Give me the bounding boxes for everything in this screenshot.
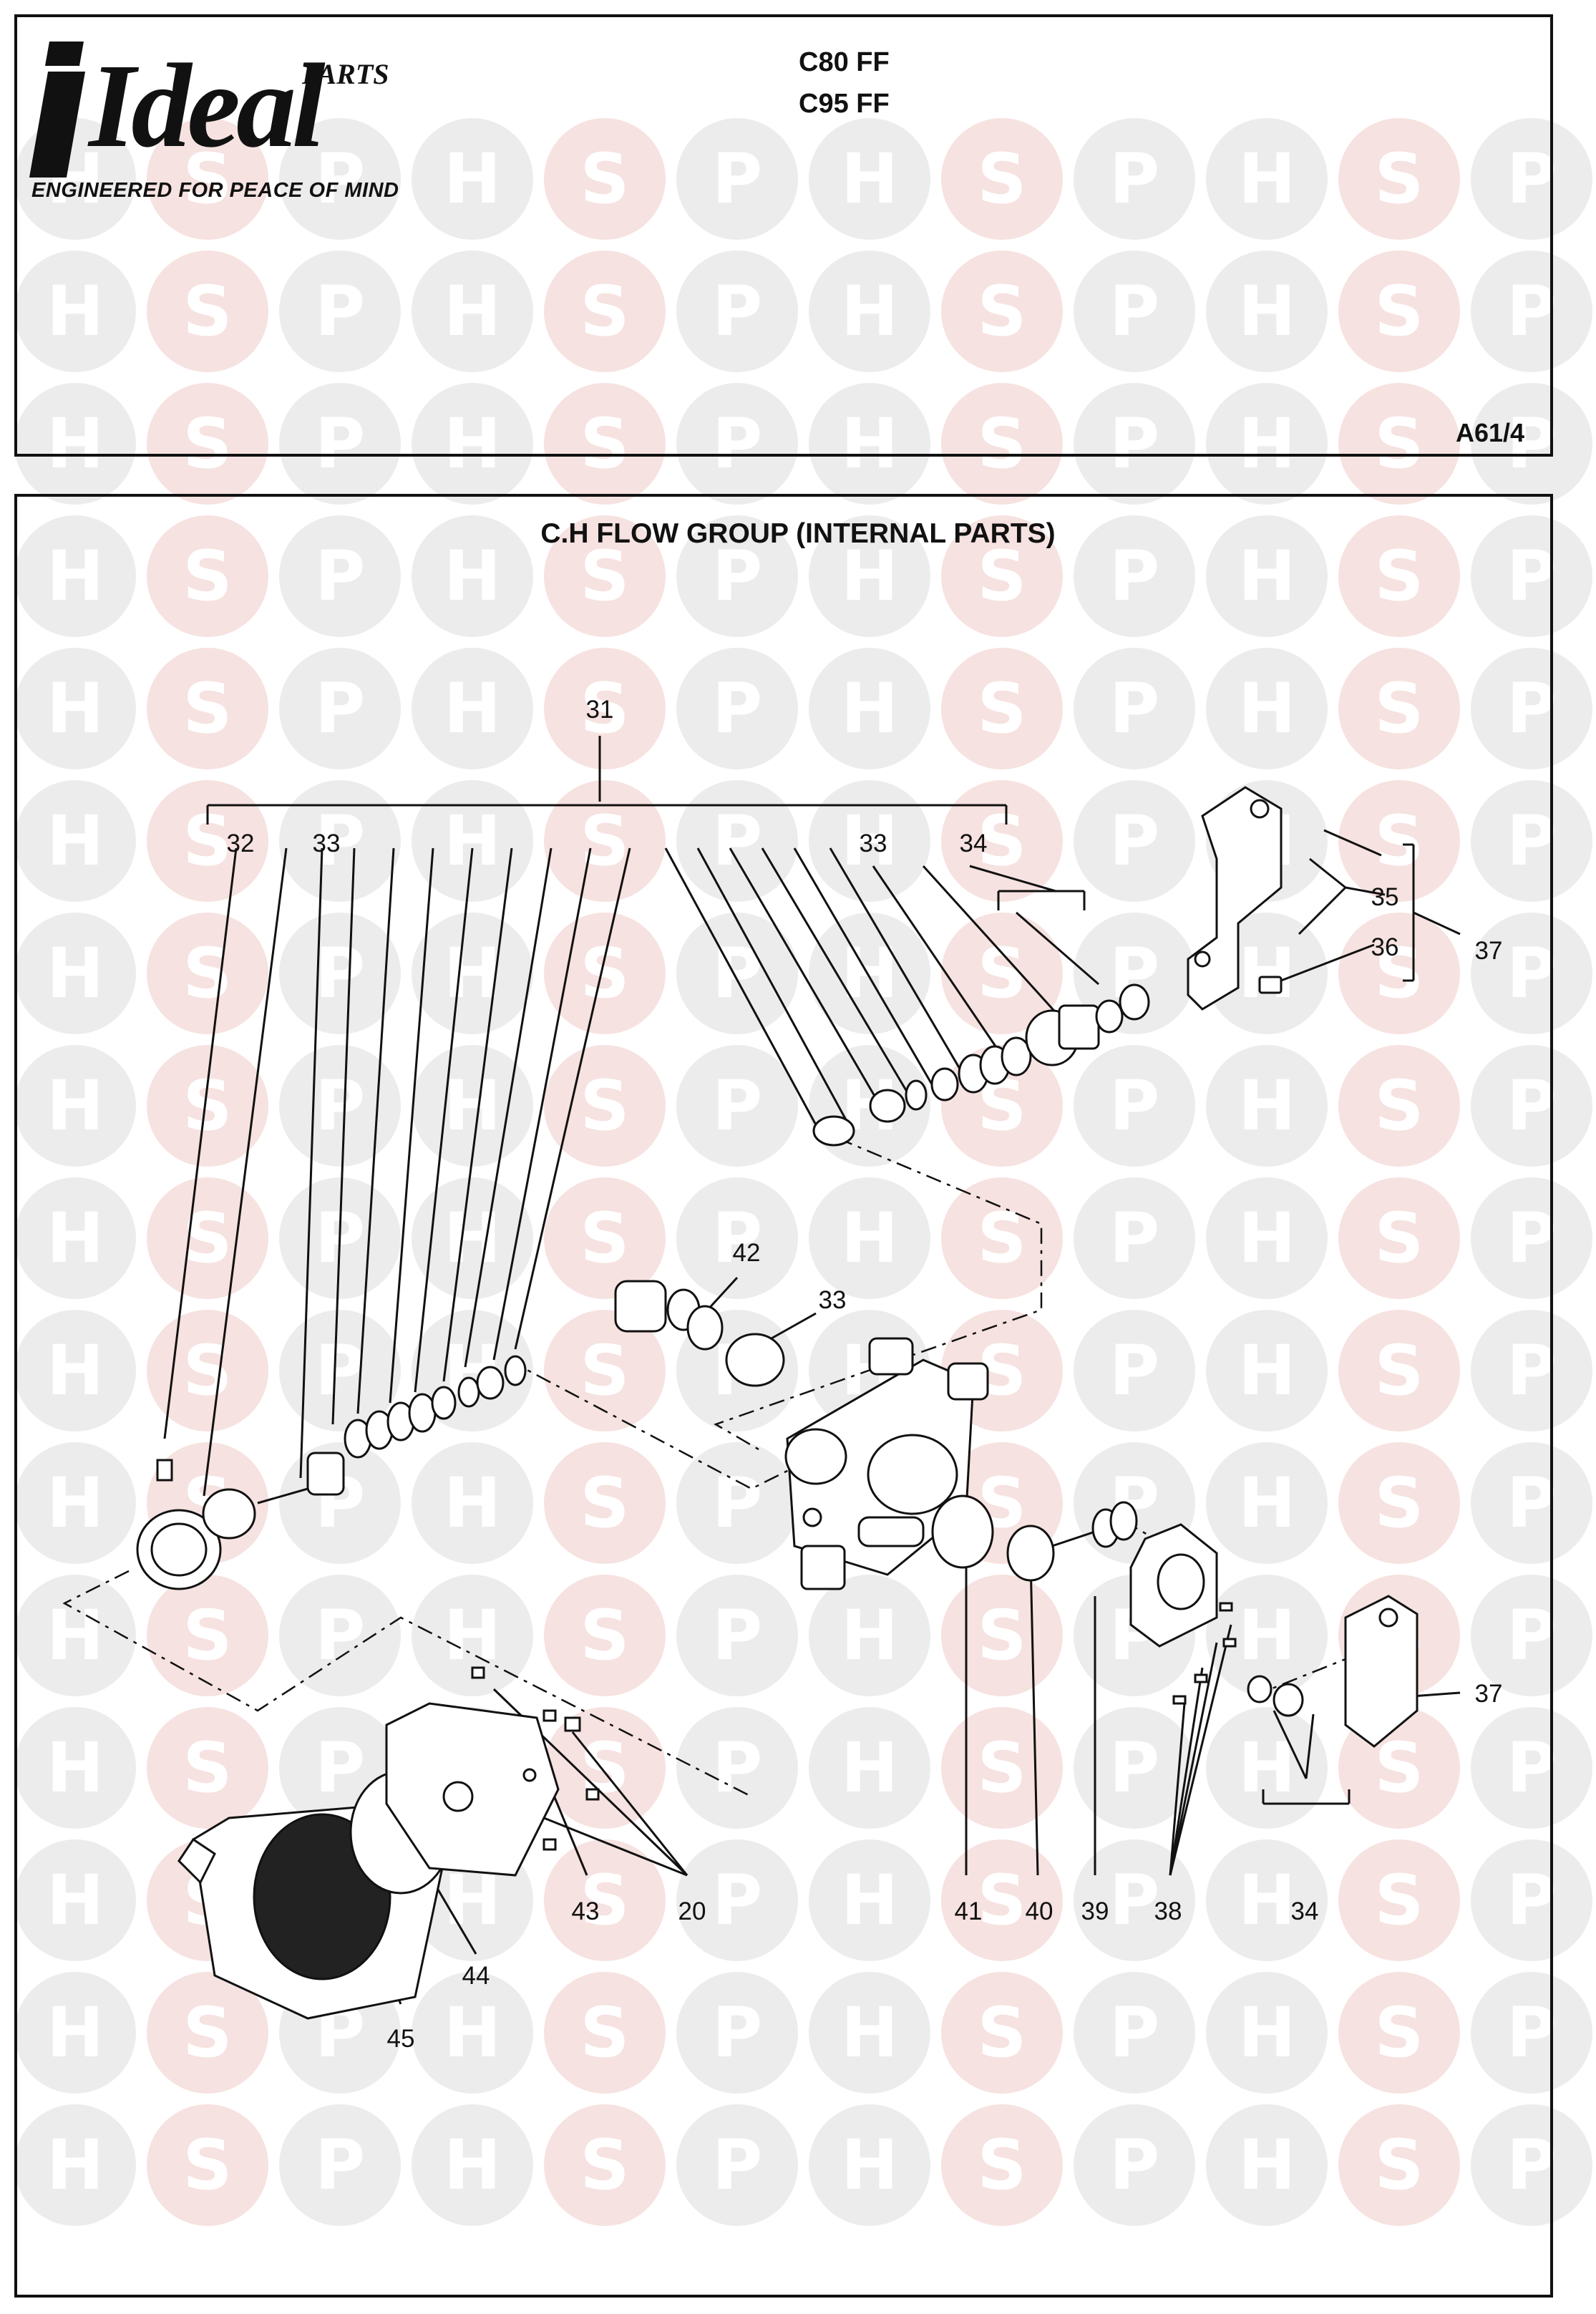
- label-42: 42: [733, 1239, 761, 1267]
- label-41: 41: [955, 1897, 983, 1925]
- diagram-panel: [14, 494, 1553, 2298]
- assembly-axis-lines: [62, 1137, 1361, 1798]
- bracket-35-37: [1280, 829, 1461, 982]
- model-name: C95 FF: [799, 89, 890, 119]
- label-38: 38: [1154, 1897, 1182, 1925]
- label-31: 31: [586, 696, 614, 724]
- label-33: 33: [313, 830, 341, 857]
- plug-and-washer: [1247, 1675, 1304, 1717]
- leader-lines-upper-group: [664, 847, 1061, 1139]
- diagram-title: C.H FLOW GROUP (INTERNAL PARTS): [540, 518, 1056, 549]
- logo-parts-mark: PARTS: [302, 58, 389, 90]
- label-37: 37: [1475, 1680, 1503, 1708]
- part-labels: 31 32 33 33 34 35 36 37 42 33 37 43 20 4…: [227, 696, 1503, 2053]
- label-37: 37: [1475, 937, 1503, 965]
- left-end-cap: [136, 1459, 308, 1590]
- header-panel: [14, 14, 1553, 457]
- logo-wordmark: Ideal: [89, 39, 326, 172]
- ideal-logo: Ideal PARTS: [29, 39, 432, 192]
- label-32: 32: [227, 830, 255, 857]
- upper-cartridge: [812, 983, 1150, 1147]
- cover-plate-bottom: [1344, 1595, 1419, 1748]
- leader-lines-left-group: [163, 847, 631, 1497]
- label-34: 34: [960, 830, 988, 857]
- bracket-34-top: [969, 865, 1099, 986]
- label-39: 39: [1081, 1897, 1109, 1925]
- valve-body: [784, 1337, 989, 1590]
- label-36: 36: [1371, 933, 1399, 961]
- label-43: 43: [572, 1897, 600, 1925]
- bracket-31: [206, 736, 1008, 825]
- left-spindle-rings: [306, 1355, 527, 1496]
- label-20: 20: [678, 1897, 706, 1925]
- model-name: C80 FF: [799, 47, 890, 77]
- label-45: 45: [387, 2025, 415, 2053]
- label-33: 33: [860, 830, 887, 857]
- label-34: 34: [1291, 1897, 1319, 1925]
- middle-cartridge: [614, 1280, 785, 1387]
- label-40: 40: [1026, 1897, 1054, 1925]
- diagram-reference: A61/4: [1456, 418, 1525, 447]
- leader-lines-bottom-right: [965, 1560, 1461, 1876]
- lever-36: [1258, 976, 1283, 994]
- pump-housing: [177, 1666, 600, 2020]
- tagline: ENGINEERED FOR PEACE OF MIND: [31, 179, 399, 202]
- label-33: 33: [819, 1286, 847, 1314]
- label-35: 35: [1371, 883, 1399, 911]
- label-44: 44: [462, 1962, 490, 1990]
- diaphragm-assembly: [931, 1494, 1237, 1705]
- cover-plate-top: [1187, 786, 1283, 1011]
